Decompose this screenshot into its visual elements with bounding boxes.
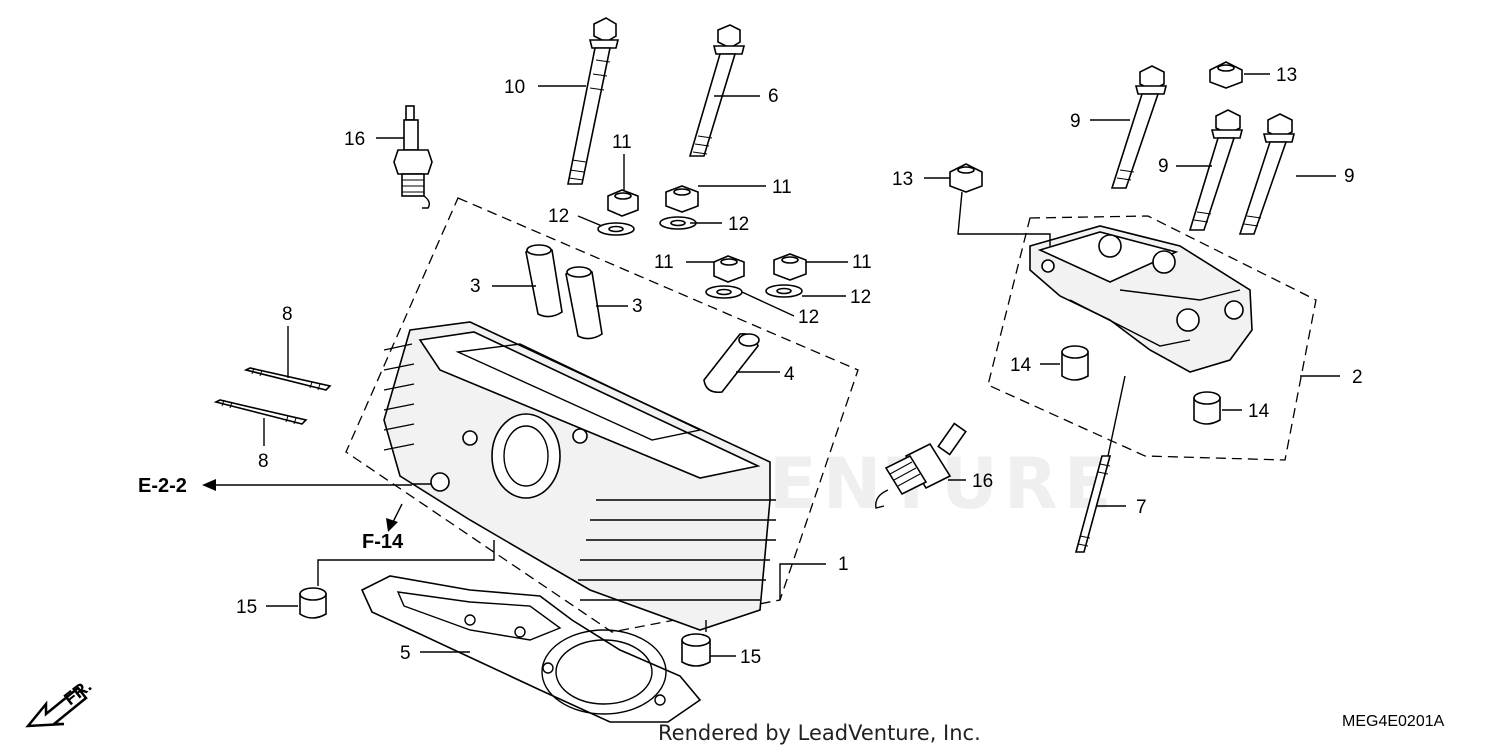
part-12-washer-b[interactable] bbox=[659, 216, 697, 230]
part-12-washer-a[interactable] bbox=[597, 222, 635, 236]
callout-2[interactable]: 2 bbox=[1352, 367, 1363, 388]
callout-6[interactable]: 6 bbox=[768, 86, 779, 107]
part-2-camshaft-holder[interactable] bbox=[1029, 225, 1253, 373]
callout-12-c[interactable]: 12 bbox=[850, 287, 871, 308]
callout-11-d[interactable]: 11 bbox=[852, 252, 872, 273]
part-12-washer-c[interactable] bbox=[705, 285, 743, 299]
part-9-bolt-b[interactable] bbox=[1188, 109, 1244, 231]
callout-12-a[interactable]: 12 bbox=[548, 206, 569, 227]
callout-11-b[interactable]: 11 bbox=[772, 177, 792, 198]
cylinder-head-assembly-outline bbox=[345, 197, 859, 633]
part-13-nut-upper[interactable] bbox=[1209, 61, 1243, 89]
leader-lines bbox=[263, 73, 1340, 657]
callout-10[interactable]: 10 bbox=[504, 77, 525, 98]
part-11-nut-a[interactable] bbox=[607, 189, 639, 217]
reference-arrow-f14 bbox=[386, 503, 403, 532]
part-4-guide[interactable] bbox=[703, 332, 760, 394]
part-15-dowel-left[interactable] bbox=[299, 587, 327, 619]
part-10-stud-bolt[interactable] bbox=[567, 17, 620, 185]
callout-15-a[interactable]: 15 bbox=[236, 597, 257, 618]
front-direction-arrow bbox=[25, 686, 88, 728]
render-credit: Rendered by LeadVenture, Inc. bbox=[658, 721, 981, 745]
part-12-washer-d[interactable] bbox=[765, 284, 803, 298]
callout-8-a[interactable]: 8 bbox=[282, 304, 293, 325]
callout-3-a[interactable]: 3 bbox=[470, 276, 481, 297]
reference-e22-label[interactable]: E-2-2 bbox=[138, 475, 187, 497]
part-7-stud[interactable] bbox=[1074, 455, 1112, 553]
part-3-valve-guide-b[interactable] bbox=[565, 266, 603, 340]
callout-9-c[interactable]: 9 bbox=[1344, 166, 1355, 187]
callout-8-b[interactable]: 8 bbox=[258, 451, 269, 472]
callout-12-b[interactable]: 12 bbox=[728, 214, 749, 235]
camshaft-holder-assembly-outline bbox=[987, 215, 1317, 461]
callout-14-b[interactable]: 14 bbox=[1248, 401, 1270, 422]
diagram-code: MEG4E0201A bbox=[1342, 713, 1445, 730]
part-3-valve-guide-a[interactable] bbox=[525, 244, 563, 318]
reference-f14-label[interactable]: F-14 bbox=[362, 531, 404, 553]
callout-15-b[interactable]: 15 bbox=[740, 647, 761, 668]
part-1-cylinder-head[interactable] bbox=[383, 321, 776, 631]
part-8-stud-lower[interactable] bbox=[213, 399, 308, 425]
part-15-dowel-right[interactable] bbox=[681, 633, 711, 667]
part-13-nut-left[interactable] bbox=[949, 163, 983, 193]
part-9-bolt-c[interactable] bbox=[1238, 113, 1296, 235]
part-8-stud-upper[interactable] bbox=[243, 367, 332, 391]
callout-9-b[interactable]: 9 bbox=[1158, 156, 1169, 177]
callout-16-upper[interactable]: 16 bbox=[344, 129, 365, 150]
callout-11-c[interactable]: 11 bbox=[654, 252, 674, 273]
part-14-dowel-lower[interactable] bbox=[1193, 391, 1221, 425]
part-9-bolt-a[interactable] bbox=[1110, 65, 1168, 189]
part-16-spark-plug-upper[interactable] bbox=[393, 105, 433, 209]
callout-14-a[interactable]: 14 bbox=[1010, 355, 1032, 376]
part-6-bolt[interactable] bbox=[688, 24, 746, 157]
callout-11-a[interactable]: 11 bbox=[612, 132, 632, 153]
callout-9-a[interactable]: 9 bbox=[1070, 111, 1081, 132]
part-11-nut-d[interactable] bbox=[773, 253, 807, 281]
part-5-head-gasket[interactable] bbox=[360, 575, 702, 723]
callout-numbers: 10 6 16 11 11 12 12 11 11 12 12 3 3 4 8 … bbox=[236, 65, 1363, 668]
part-11-nut-b[interactable] bbox=[665, 185, 699, 213]
callout-5[interactable]: 5 bbox=[400, 643, 411, 664]
part-16-spark-plug-lower[interactable] bbox=[875, 422, 967, 509]
part-11-nut-c[interactable] bbox=[713, 255, 745, 283]
callout-16-lower[interactable]: 16 bbox=[972, 471, 993, 492]
part-14-dowel-upper[interactable] bbox=[1061, 345, 1089, 381]
callout-13-a[interactable]: 13 bbox=[1276, 65, 1297, 86]
callout-4[interactable]: 4 bbox=[784, 364, 795, 385]
callout-1[interactable]: 1 bbox=[838, 554, 849, 575]
callout-3-b[interactable]: 3 bbox=[632, 296, 643, 317]
callout-13-b[interactable]: 13 bbox=[892, 169, 913, 190]
callout-7[interactable]: 7 bbox=[1136, 497, 1147, 518]
callout-12-d[interactable]: 12 bbox=[798, 307, 819, 328]
reference-arrow-e22 bbox=[202, 479, 412, 491]
